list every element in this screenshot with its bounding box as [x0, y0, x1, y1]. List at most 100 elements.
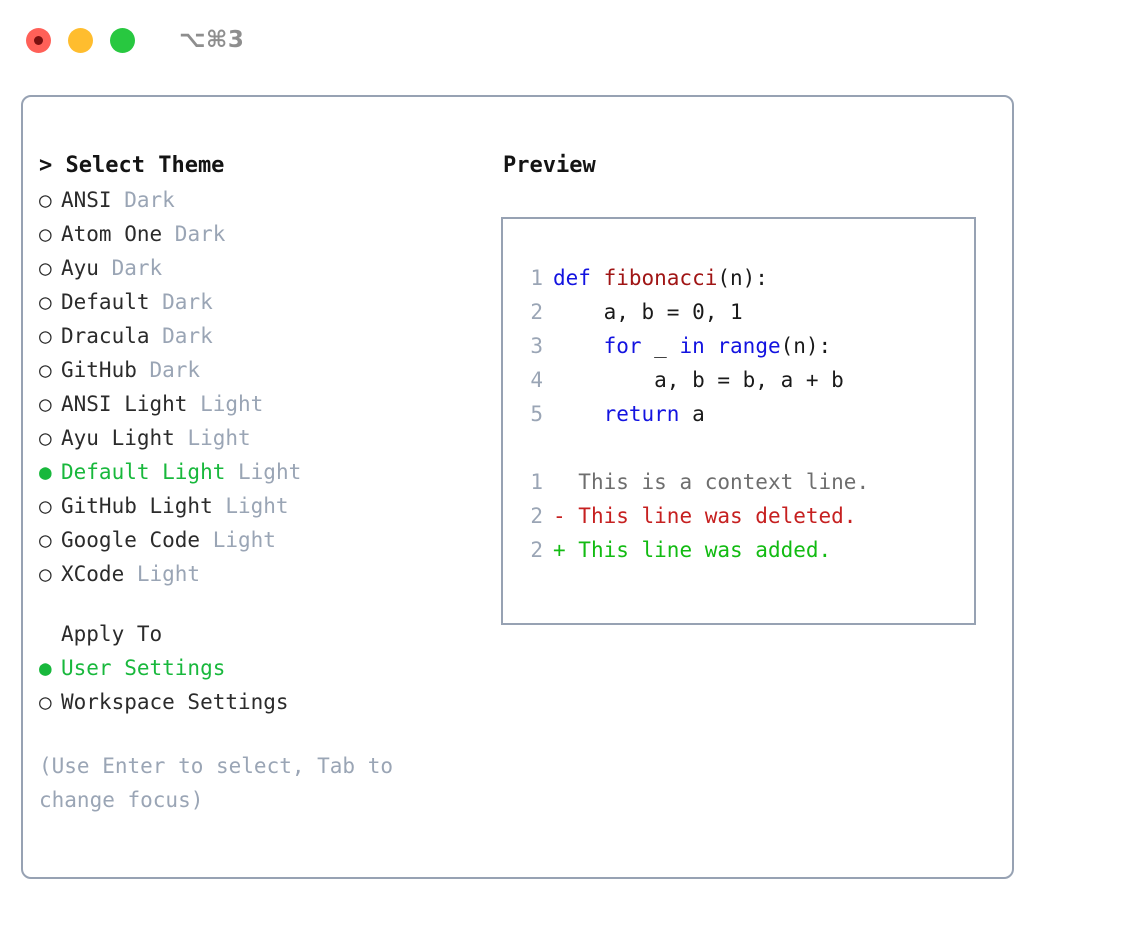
code-token: (n):: [780, 334, 832, 358]
title-bar: ⌥⌘3: [0, 0, 1140, 80]
theme-name: Google Code: [61, 528, 201, 552]
diff-line: 2- This line was deleted.: [503, 499, 974, 533]
theme-list: ○ ANSI Dark ○ Atom One Dark ○ Ayu Dark ○ Defaul…: [39, 183, 501, 591]
code-token: fibonacci: [603, 266, 718, 290]
radio-unselected-icon: ○: [39, 392, 52, 416]
minimize-button[interactable]: [68, 27, 93, 53]
diff-line: 1 This is a context line.: [503, 465, 974, 499]
code-token: _: [654, 334, 680, 358]
apply-to-option[interactable]: ○ Workspace Settings: [39, 685, 501, 719]
diff-text: This line was deleted.: [565, 504, 857, 528]
radio-unselected-icon: ○: [39, 562, 52, 586]
theme-selector-pane: > Select Theme ○ANSI Dark○Atom One Dark○…: [23, 97, 501, 877]
radio-unselected-icon: ○: [39, 256, 52, 280]
theme-name: Atom One: [61, 222, 163, 246]
theme-kind-badge: Dark: [149, 324, 213, 348]
code-token: [553, 334, 604, 358]
theme-name: GitHub Light: [61, 494, 213, 518]
radio-unselected-icon: ○: [39, 528, 52, 552]
theme-list-item[interactable]: ○ Ayu Dark: [39, 251, 501, 285]
code-line: 4 a, b = b, a + b: [503, 363, 974, 397]
theme-list-item[interactable]: ○GitHub Dark: [39, 353, 501, 387]
keyboard-hint: (Use Enter to select, Tab to change focu…: [39, 754, 394, 812]
theme-kind-badge: Dark: [98, 256, 163, 280]
theme-name: XCode: [61, 562, 125, 586]
spacer: [39, 591, 501, 617]
theme-list-item[interactable]: ○ Google Code Light: [39, 523, 501, 557]
code-spacer: [503, 431, 974, 465]
diff-line-number: 1: [530, 470, 543, 494]
theme-kind-badge: Light: [212, 494, 289, 518]
theme-list-item[interactable]: ○ ANSI Dark: [39, 183, 501, 217]
line-number: 4: [530, 368, 543, 392]
diff-line-number: 2: [530, 504, 543, 528]
diff-text: This line was added.: [565, 538, 832, 562]
code-line: 3 for _ in range(n):: [503, 329, 974, 363]
code-token: range: [717, 334, 781, 358]
theme-kind-badge: Dark: [111, 188, 175, 212]
code-token: a, b = 0, 1: [553, 300, 743, 324]
theme-name: Ayu: [61, 256, 99, 280]
radio-unselected-icon: ○: [39, 690, 52, 714]
theme-name: Default Light: [61, 460, 226, 484]
radio-unselected-icon: ○: [39, 188, 52, 212]
theme-list-item[interactable]: ○Ayu Light Light: [39, 421, 501, 455]
code-token: def: [553, 266, 604, 290]
main-window: > Select Theme ○ANSI Dark○Atom One Dark○…: [21, 95, 1014, 879]
theme-name: GitHub: [61, 358, 137, 382]
theme-name: ANSI: [61, 188, 112, 212]
radio-unselected-icon: ○: [39, 494, 52, 518]
theme-kind-badge: Dark: [149, 290, 213, 314]
theme-list-item[interactable]: ○ ANSI Light Light: [39, 387, 501, 421]
diff-line-number: 2: [530, 538, 543, 562]
line-number: 2: [530, 300, 543, 324]
diff-marker: [553, 470, 566, 494]
theme-list-item[interactable]: ○ GitHub Light Light: [39, 489, 501, 523]
theme-list-item[interactable]: ●Default Light Light: [39, 455, 501, 489]
record-dot-icon: [34, 35, 43, 45]
radio-unselected-icon: ○: [39, 324, 52, 348]
apply-to-list: ● User Settings ○ Workspace Settings: [39, 651, 501, 719]
diff-line: 2+ This line was added.: [503, 533, 974, 567]
theme-kind-badge: Light: [225, 460, 302, 484]
theme-list-item[interactable]: ○ Dracula Dark: [39, 319, 501, 353]
radio-selected-icon: ●: [39, 656, 52, 680]
theme-kind-badge: Light: [187, 392, 264, 416]
radio-unselected-icon: ○: [39, 290, 52, 314]
theme-list-item[interactable]: ○ XCode Light: [39, 557, 501, 591]
code-token: for: [603, 334, 655, 358]
theme-name: Dracula: [61, 324, 150, 348]
apply-to-option[interactable]: ● User Settings: [39, 651, 501, 685]
diff-text: This is a context line.: [565, 470, 870, 494]
traffic-lights: [26, 27, 135, 53]
code-line: 5 return a: [503, 397, 974, 431]
theme-list-item[interactable]: ○ Default Dark: [39, 285, 501, 319]
diff-block: 1 This is a context line.2- This line wa…: [503, 465, 974, 567]
apply-to-label: Workspace Settings: [61, 690, 289, 714]
radio-unselected-icon: ○: [39, 358, 52, 382]
theme-name: Default: [61, 290, 150, 314]
theme-kind-badge: Light: [200, 528, 276, 552]
code-token: a, b = b, a + b: [553, 368, 844, 392]
maximize-button[interactable]: [110, 27, 135, 53]
theme-list-item[interactable]: ○Atom One Dark: [39, 217, 501, 251]
radio-unselected-icon: ○: [39, 222, 52, 246]
theme-kind-badge: Light: [124, 562, 201, 586]
line-number: 1: [530, 266, 543, 290]
code-token: a: [692, 402, 705, 426]
code-token: return: [603, 402, 693, 426]
preview-title: Preview: [503, 153, 596, 178]
theme-name: Ayu Light: [61, 426, 175, 450]
theme-name: ANSI Light: [61, 392, 188, 416]
diff-marker: -: [553, 504, 566, 528]
apply-to-label: User Settings: [61, 656, 226, 680]
code-token: (n):: [717, 266, 768, 290]
close-button[interactable]: [26, 27, 51, 53]
window-title: ⌥⌘3: [179, 26, 245, 53]
theme-kind-badge: Light: [174, 426, 251, 450]
code-token: in: [679, 334, 718, 358]
